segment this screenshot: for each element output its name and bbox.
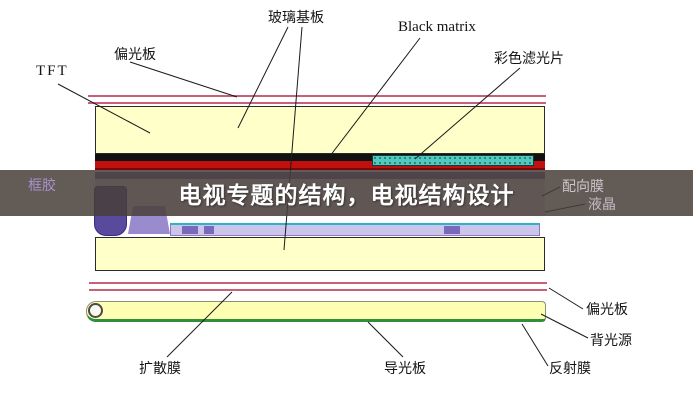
line-glass-bottom [283, 26, 303, 251]
tft-electrode [444, 226, 460, 234]
top-polarizer-layer [88, 95, 546, 104]
color-filter-layer [372, 155, 534, 166]
line-light-guide [367, 321, 404, 358]
label-polarizer-bottom: 偏光板 [586, 303, 628, 318]
line-color-filter [414, 67, 521, 160]
line-diffuser [166, 291, 233, 358]
label-reflector: 反射膜 [549, 362, 591, 377]
light-guide-plate-layer [86, 301, 546, 322]
label-black-matrix: Black matrix [398, 19, 476, 35]
label-color-filter: 彩色滤光片 [494, 52, 564, 67]
line-polarizer-top [129, 61, 238, 98]
line-glass-top [237, 26, 289, 129]
line-backlight [540, 313, 589, 339]
line-reflector [521, 323, 549, 367]
black-matrix-layer [95, 154, 545, 161]
tft-electrode [182, 226, 198, 234]
line-black-matrix [329, 37, 421, 157]
label-diffuser: 扩散膜 [139, 362, 181, 377]
diffuser-layer [89, 282, 547, 291]
label-liquid-crystal: 液晶 [588, 198, 616, 213]
bottom-glass-substrate-layer [95, 237, 545, 271]
lamp-circle-icon [88, 303, 103, 318]
label-light-guide: 导光板 [384, 362, 426, 377]
label-tft: TFT [36, 63, 69, 79]
tft-electrode [204, 226, 214, 234]
top-glass-substrate-layer [95, 106, 545, 154]
banner-title: 电视专题的结构，电视结构设计 [178, 182, 515, 208]
label-frame-seal: 框胶 [28, 179, 56, 194]
line-polarizer-bottom [548, 287, 584, 310]
title-banner: 电视专题的结构，电视结构设计 [0, 170, 693, 216]
line-tft [57, 83, 151, 134]
label-alignment-film: 配向膜 [562, 180, 604, 195]
red-filter-layer [95, 161, 545, 170]
label-glass-substrate: 玻璃基板 [268, 11, 324, 26]
label-backlight: 背光源 [590, 334, 632, 349]
label-polarizer-top: 偏光板 [114, 48, 156, 63]
